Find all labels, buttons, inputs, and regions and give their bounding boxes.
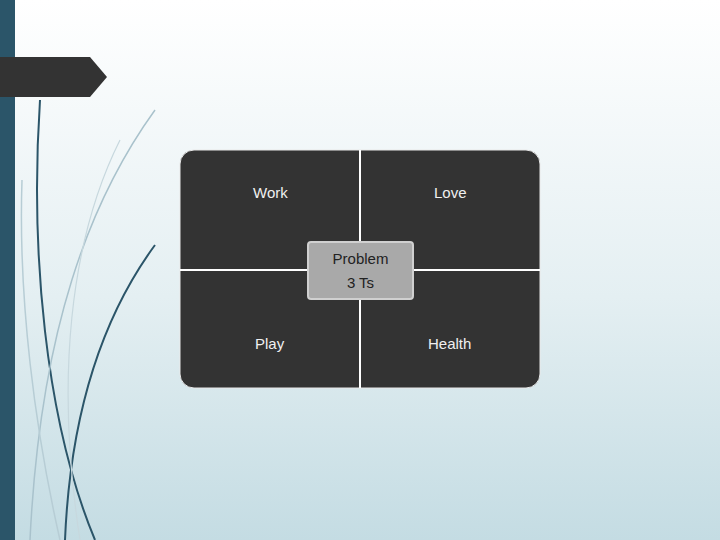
swoosh-line xyxy=(65,245,155,540)
swoosh-line xyxy=(68,140,120,540)
quadrant-panel xyxy=(180,150,540,388)
quadrant-label: Health xyxy=(428,335,471,353)
swoosh-line xyxy=(21,180,60,540)
problem-box: Problem 3 Ts xyxy=(307,241,414,300)
swoosh-line xyxy=(30,110,155,540)
tab-shape xyxy=(0,57,107,97)
box-label: Problem 3 Ts xyxy=(328,247,394,295)
quadrant-label: Love xyxy=(434,184,467,202)
quadrant-label: Work xyxy=(253,184,288,202)
quadrant-label: Play xyxy=(255,335,284,353)
text-wrap: Problem 3 Ts xyxy=(328,247,394,295)
